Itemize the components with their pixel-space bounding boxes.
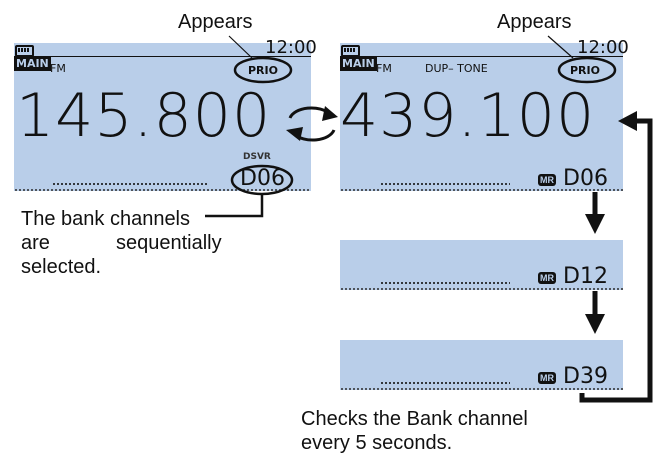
main-band-badge: MAIN bbox=[340, 57, 377, 71]
display-dotted-border bbox=[340, 189, 623, 191]
appears-callout-right: Appears bbox=[497, 11, 572, 33]
s-meter-bar bbox=[380, 382, 510, 384]
display-dotted-border bbox=[340, 388, 623, 390]
bank-channel-strip-2 bbox=[340, 340, 623, 390]
display-dotted-border bbox=[340, 288, 623, 290]
frequency-readout: 439.100 bbox=[340, 81, 596, 151]
frequency-readout: 145.800 bbox=[16, 81, 272, 151]
bank-note-line-2b: sequentially bbox=[116, 232, 222, 254]
appears-callout-left: Appears bbox=[178, 11, 253, 33]
dup-tone-label: DUP– TONE bbox=[425, 62, 488, 75]
loop-back-line bbox=[579, 118, 653, 403]
mr-badge: MR bbox=[538, 372, 556, 384]
loop-back-arrowhead bbox=[618, 111, 637, 131]
right-memory-display bbox=[340, 43, 623, 191]
s-meter-bar bbox=[380, 183, 510, 185]
appears-leader-right bbox=[547, 35, 574, 59]
prio-highlight-ellipse-right bbox=[557, 56, 617, 84]
status-underline bbox=[340, 56, 623, 57]
clock-time: 12:00 bbox=[577, 37, 629, 58]
mr-badge: MR bbox=[538, 272, 556, 284]
bank-note-line-1: The bank channels bbox=[21, 208, 191, 230]
mode-label: FM bbox=[50, 62, 66, 75]
swap-arrowhead-right bbox=[322, 106, 338, 121]
swap-arrowhead-left bbox=[286, 127, 303, 141]
channel-highlight-ellipse bbox=[230, 164, 294, 196]
prio-highlight-ellipse-left bbox=[233, 56, 293, 84]
down-arrow-1 bbox=[585, 192, 605, 234]
main-band-badge: MAIN bbox=[14, 57, 51, 71]
channel-label: D39 bbox=[563, 364, 608, 389]
bank-note-bracket bbox=[205, 194, 264, 218]
display-dotted-border bbox=[14, 189, 311, 191]
channel-label: D06 bbox=[240, 166, 285, 191]
bank-note-line-2a: are bbox=[21, 232, 50, 254]
clock-time: 12:00 bbox=[265, 37, 317, 58]
dsvr-label: DSVR bbox=[243, 152, 271, 159]
channel-label: D12 bbox=[563, 264, 608, 289]
appears-leader-left bbox=[228, 35, 253, 59]
status-underline bbox=[14, 56, 311, 57]
mode-label: FM bbox=[376, 62, 392, 75]
channel-label: D06 bbox=[563, 166, 608, 191]
s-meter-bar bbox=[52, 183, 207, 185]
s-meter-bar bbox=[380, 282, 510, 284]
bank-channel-strip-1 bbox=[340, 240, 623, 290]
mr-badge: MR bbox=[538, 174, 556, 186]
down-arrow-2 bbox=[585, 291, 605, 334]
check-note-line-1: Checks the Bank channel bbox=[301, 408, 528, 430]
prio-indicator: PRIO bbox=[570, 64, 600, 77]
prio-indicator: PRIO bbox=[248, 64, 278, 77]
check-note-line-2: every 5 seconds. bbox=[301, 432, 453, 454]
left-vfo-display bbox=[14, 43, 311, 191]
bank-note-line-3: selected. bbox=[21, 256, 102, 278]
